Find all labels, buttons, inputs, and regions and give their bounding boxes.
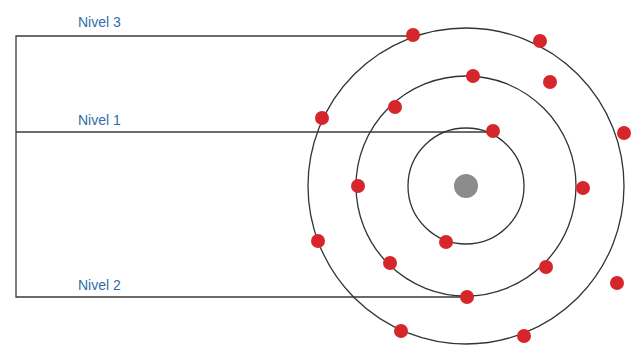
nucleus [454, 174, 478, 198]
orbit [356, 76, 576, 296]
level-label: Nivel 2 [78, 277, 121, 293]
level-brackets [16, 36, 493, 297]
bracket-line [16, 131, 493, 132]
electrons [311, 28, 631, 343]
level-label: Nivel 3 [78, 14, 121, 30]
orbit [408, 128, 524, 244]
level-label: Nivel 1 [78, 112, 121, 128]
orbit [308, 28, 624, 344]
orbits [308, 28, 624, 344]
bracket-line [16, 36, 467, 297]
